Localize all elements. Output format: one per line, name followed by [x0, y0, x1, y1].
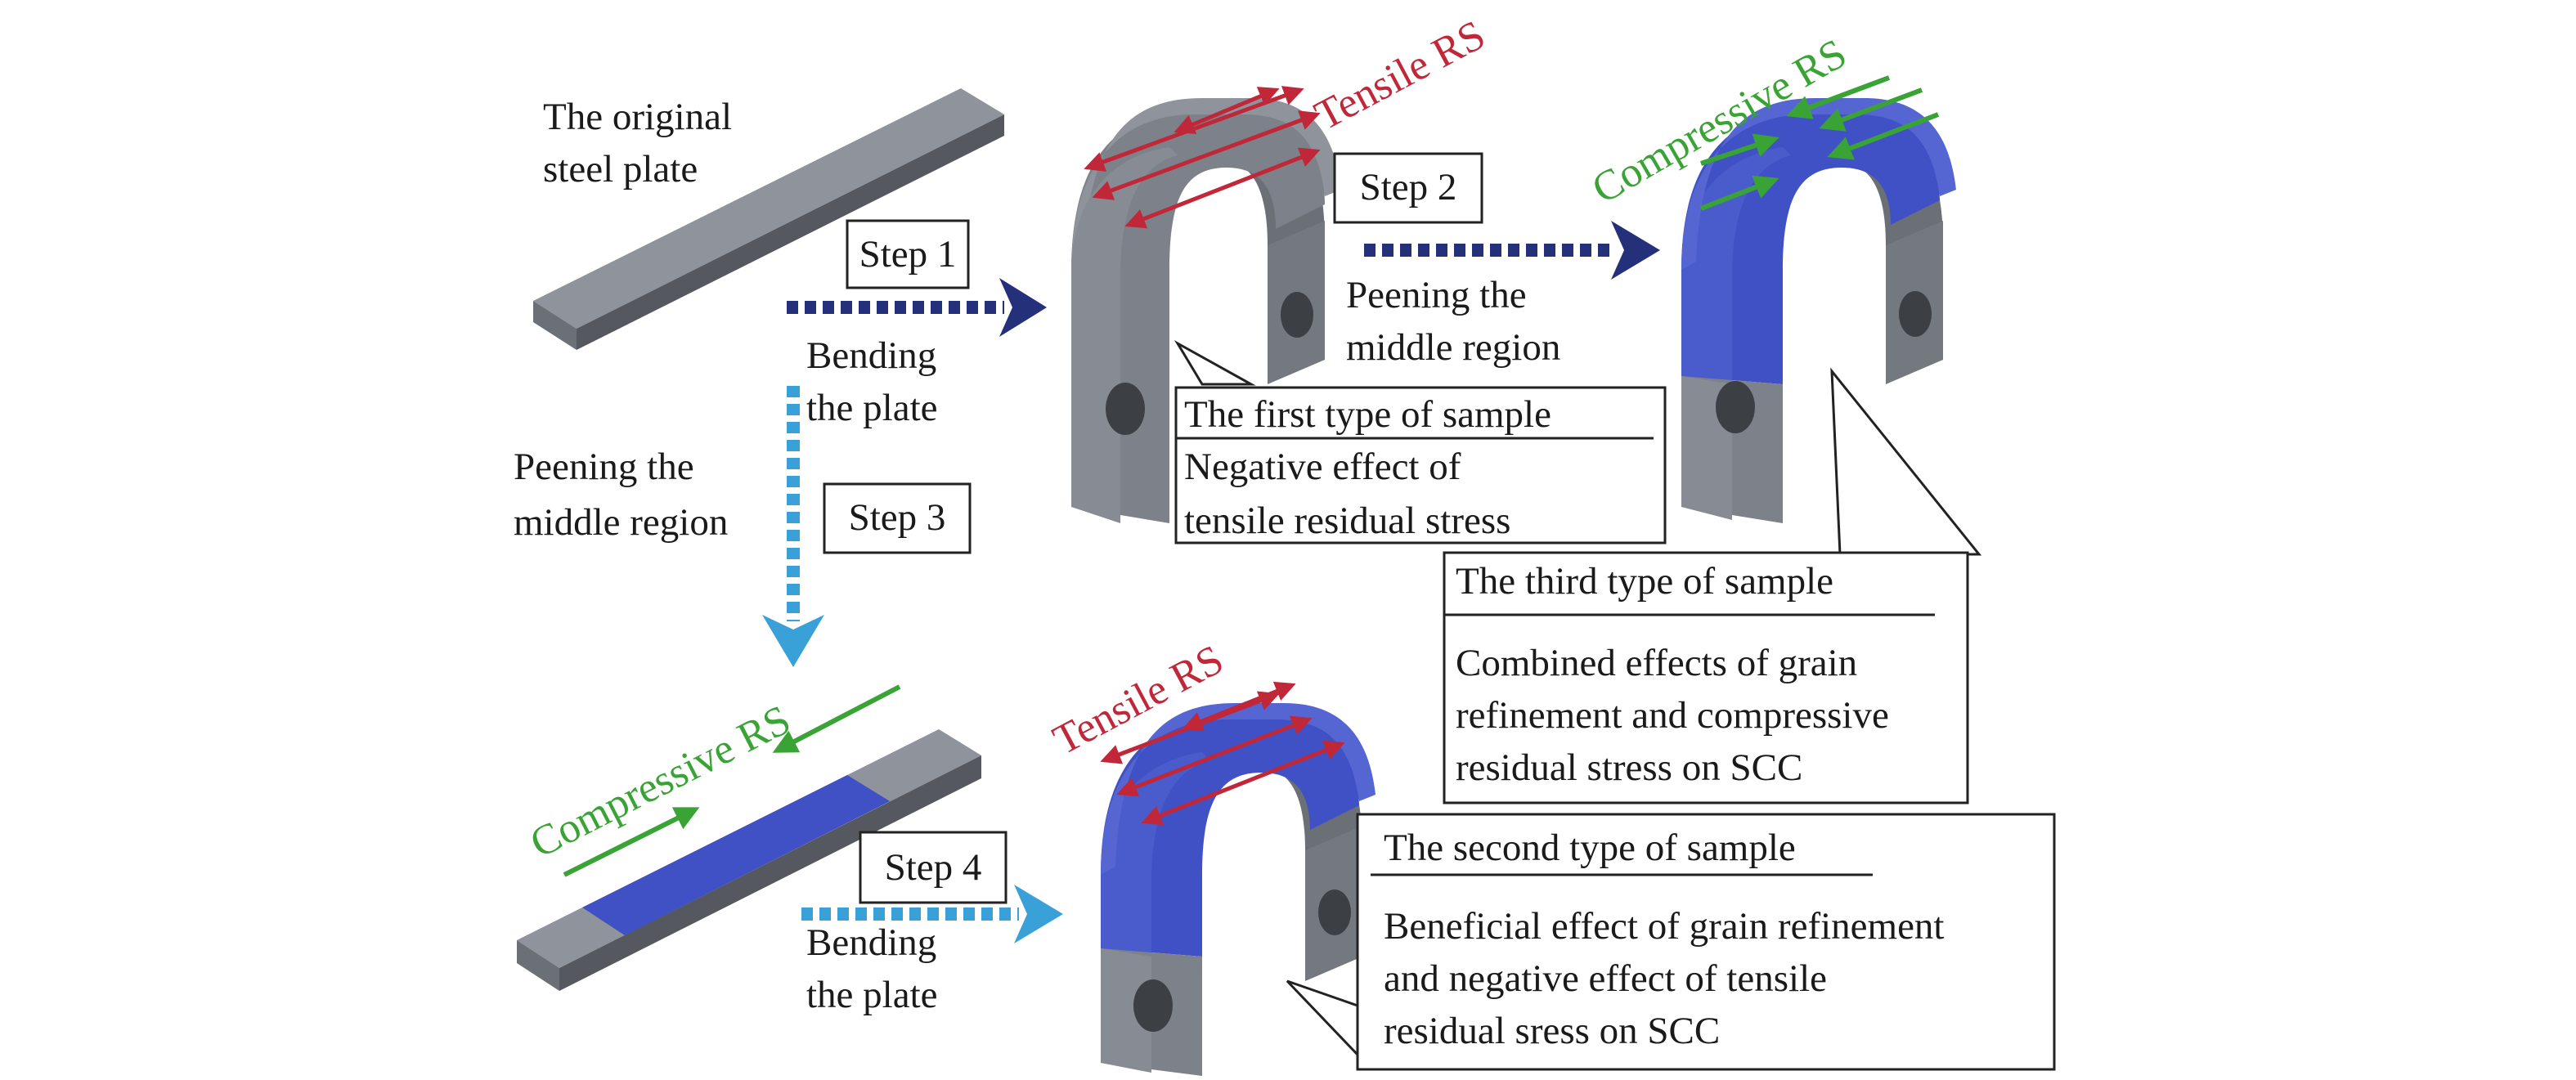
third-callout-line2: refinement and compressive — [1456, 694, 1889, 737]
step4-box — [859, 831, 1008, 904]
peened-flat-plate — [517, 729, 981, 991]
third-callout-line1: Combined effects of grain — [1456, 642, 1857, 684]
second-callout-title: The second type of sample — [1384, 827, 1796, 869]
step3-arrow — [762, 386, 824, 667]
third-callout-title: The third type of sample — [1456, 560, 1833, 603]
bending-1-line2: the plate — [806, 387, 938, 429]
peening-2-line1: Peening the — [1346, 274, 1527, 316]
flat-plate-compressive-arrows — [563, 684, 901, 877]
first-callout-line1: Negative effect of — [1184, 446, 1461, 488]
second-sample-tensile-arrows — [1100, 681, 1345, 826]
step2-label: Step 2 — [1360, 166, 1457, 208]
peening-3-line2: middle region — [514, 501, 728, 544]
original-plate-label-line2: steel plate — [543, 148, 698, 190]
peening-2-line2: middle region — [1346, 326, 1560, 369]
bending-4-line1: Bending — [806, 921, 936, 964]
third-callout-box — [1443, 551, 1969, 804]
third-callout-line3: residual stress on SCC — [1456, 746, 1802, 789]
step4-arrow — [801, 885, 1063, 943]
bending-1-line1: Bending — [806, 334, 936, 377]
peening-3-line1: Peening the — [514, 446, 694, 488]
bending-4-line2: the plate — [806, 974, 938, 1016]
second-callout: The second type of sample Beneficial eff… — [1286, 813, 2056, 1071]
first-callout-box — [1174, 386, 1667, 544]
step4-label: Step 4 — [885, 846, 982, 889]
original-steel-plate — [533, 88, 1004, 350]
third-sample-u-bend — [1681, 98, 1956, 523]
second-callout-box — [1356, 813, 2056, 1071]
first-sample-tensile-arrows — [1084, 86, 1321, 229]
third-sample-compressive-arrows — [1699, 75, 1940, 211]
first-callout: The first type of sample Negative effect… — [1174, 339, 1667, 544]
step3-label: Step 3 — [849, 496, 946, 539]
tensile-rs-label-top: Tensile RS — [1308, 11, 1492, 139]
second-callout-line1: Beneficial effect of grain refinement — [1384, 905, 1945, 948]
first-callout-title: The first type of sample — [1184, 393, 1551, 436]
step1-arrow — [787, 278, 1047, 337]
first-callout-line2: tensile residual stress — [1184, 500, 1510, 542]
third-callout: The third type of sample Combined effect… — [1443, 367, 1982, 804]
step1-box — [846, 219, 970, 289]
second-callout-line3: residual sress on SCC — [1384, 1010, 1720, 1052]
second-callout-line2: and negative effect of tensile — [1384, 957, 1827, 1000]
step1-label: Step 1 — [859, 233, 957, 276]
step3-box — [823, 482, 972, 554]
step2-box — [1333, 152, 1483, 224]
original-plate-label-line1: The original — [543, 96, 732, 138]
step2-arrow — [1364, 221, 1660, 280]
